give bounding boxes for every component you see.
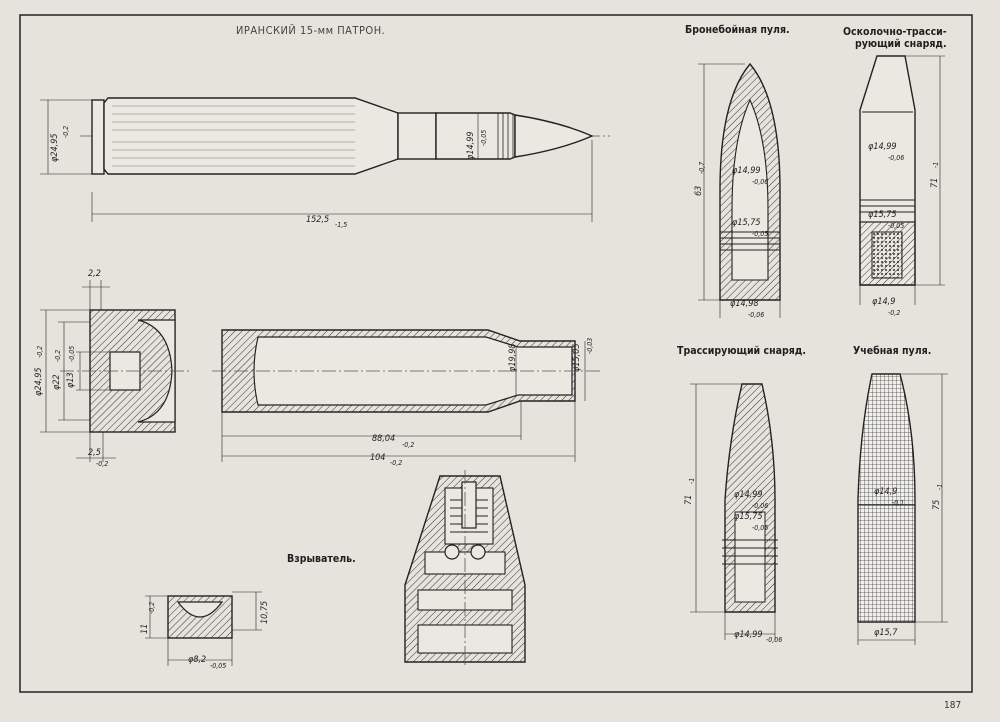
cartridge-side-view <box>40 97 610 222</box>
dim-neck-diameter-tol: -0,05 <box>480 129 488 146</box>
dim-cartridge-length: 152,5 <box>306 215 330 225</box>
dim-case-length-inner-tol: -0,2 <box>402 441 415 449</box>
dim-tr-d2: φ15,75 <box>734 512 763 522</box>
dim-base-inner-diameter: φ22 <box>52 374 62 390</box>
dim-ap-length-tol: -0,7 <box>698 161 706 174</box>
dim-case-mouth-diameter-tol: -0,03 <box>586 337 594 354</box>
dim-rim-diameter: φ24,95 <box>50 133 60 162</box>
dim-tr-d3: φ14,99 <box>734 630 763 640</box>
dim-case-length: 104 <box>370 453 386 463</box>
dim-base-primer-diameter: φ13 <box>66 372 76 388</box>
dim-case-body-diameter: φ19,98 <box>508 343 518 372</box>
dim-base-primer-diameter-tol: -0,05 <box>68 345 76 362</box>
dim-ft-d2: φ15,75 <box>868 210 897 220</box>
detonator-cup <box>145 591 262 666</box>
dim-tr-d1-tol: -0,06 <box>752 502 769 510</box>
dim-trn-d2: φ15,7 <box>874 628 898 638</box>
dim-ft-length-tol: -1 <box>932 161 940 168</box>
ap-bullet-section <box>698 62 781 318</box>
heading-frag-tracer-2: рующий снаряд. <box>855 38 947 50</box>
dim-case-mouth-diameter: φ15,05 <box>572 343 582 372</box>
case-section <box>212 329 600 462</box>
dim-ap-d3-tol: -0,06 <box>748 311 765 319</box>
dim-case-length-inner: 88,04 <box>372 434 396 444</box>
dim-neck-diameter: φ14,99 <box>466 131 476 160</box>
dim-ft-d1: φ14,99 <box>868 142 897 152</box>
dim-fz-inner: 10,75 <box>260 600 270 624</box>
heading-training: Учебная пуля. <box>853 345 932 357</box>
dim-ap-d2-tol: -0,05 <box>752 230 769 238</box>
dim-tr-length-tol: -1 <box>688 477 696 484</box>
dim-ap-d3: φ14,98 <box>730 299 759 309</box>
dim-ap-d1-tol: -0,06 <box>752 178 769 186</box>
heading-frag-tracer-1: Осколочно-трасси- <box>843 26 947 38</box>
dim-ft-d3: φ14,9 <box>872 297 896 307</box>
dim-base-extractor-tol: -0,2 <box>96 460 109 468</box>
dim-ft-d1-tol: -0,06 <box>888 154 905 162</box>
dim-trn-length: 75 <box>932 499 942 510</box>
dim-tr-length: 71 <box>684 494 694 505</box>
dim-trn-length-tol: -1 <box>936 483 944 490</box>
drawing-frame <box>19 14 973 693</box>
heading-armor-piercing: Бронебойная пуля. <box>685 24 790 36</box>
heading-fuze: Взрыватель. <box>287 553 356 565</box>
tracer-section <box>690 383 778 640</box>
drawing-title: ИРАНСКИЙ 15-мм ПАТРОН. <box>236 24 386 37</box>
dim-base-rim-width: 2,2 <box>88 269 101 279</box>
dim-trn-d1: φ14,9 <box>874 487 898 497</box>
training-section <box>857 373 948 645</box>
dim-ap-length: 63 <box>694 185 704 196</box>
dim-base-inner-diameter-tol: -0,2 <box>54 349 62 362</box>
heading-tracer: Трассирующий снаряд. <box>677 345 807 357</box>
page-number: 187 <box>944 700 962 711</box>
dim-fz-height: 11 <box>140 623 150 634</box>
dim-case-length-tol: -0,2 <box>390 459 403 467</box>
dim-tr-d1: φ14,99 <box>734 490 763 500</box>
frag-tracer-section <box>859 55 945 305</box>
dim-fz-height-tol: -0,2 <box>148 601 156 614</box>
dim-tr-d3-tol: -0,06 <box>766 636 783 644</box>
dim-trn-d1-tol: -0,1 <box>892 499 905 507</box>
dim-ap-d1: φ14,99 <box>732 166 761 176</box>
dim-ft-d3-tol: -0,2 <box>888 309 901 317</box>
dim-ap-d2: φ15,75 <box>732 218 761 228</box>
dim-base-diameter: φ24,95 <box>34 367 44 396</box>
dim-fz-diameter-tol: -0,05 <box>210 662 227 670</box>
dim-base-extractor: 2,5 <box>88 448 101 458</box>
dim-cartridge-length-tol: -1,5 <box>335 221 348 229</box>
dim-rim-diameter-tol: -0,2 <box>62 125 70 138</box>
dim-base-diameter-tol: -0,2 <box>36 345 44 358</box>
dim-fz-diameter: φ8,2 <box>188 655 207 665</box>
dim-tr-d2-tol: -0,05 <box>752 524 769 532</box>
dim-ft-d2-tol: -0,05 <box>888 222 905 230</box>
case-head-section <box>40 280 190 462</box>
dim-ft-length: 71 <box>930 177 940 188</box>
fuze-section <box>404 470 526 668</box>
